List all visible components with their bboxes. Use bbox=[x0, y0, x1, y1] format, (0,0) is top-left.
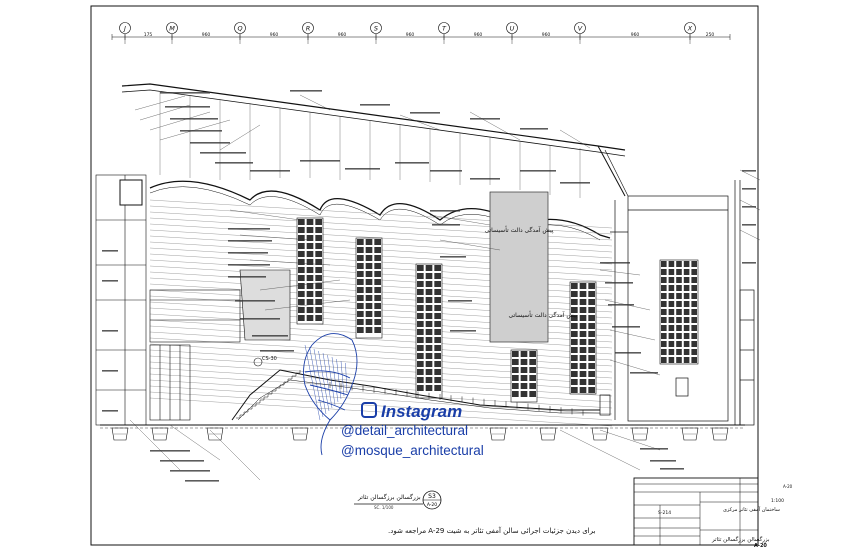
grid-axis-R: R bbox=[302, 22, 314, 44]
section-cut-marker: CS-30 bbox=[253, 356, 277, 367]
dimension-value: 175 bbox=[144, 32, 153, 38]
grid-axis-U: U bbox=[506, 22, 518, 44]
duct-zone-label-1: پیش آمدگی دالت تأسیساتی bbox=[485, 225, 554, 234]
instagram-icon bbox=[361, 402, 377, 418]
acoustic-panel bbox=[415, 263, 443, 399]
watermark-platform-text: Instagram bbox=[381, 402, 463, 421]
acoustic-panel bbox=[659, 259, 699, 365]
title-block bbox=[633, 477, 759, 546]
grid-axis-T: T bbox=[438, 22, 450, 44]
dimension-value: 960 bbox=[542, 32, 551, 38]
grid-axis-J: J bbox=[119, 22, 131, 44]
auditorium-seating bbox=[231, 369, 600, 421]
duct-zone-label-2: پیش آمدگی دالت تأسیساتی bbox=[509, 310, 578, 319]
dimension-value: 960 bbox=[202, 32, 211, 38]
watermark-instagram: Instagram bbox=[361, 402, 462, 422]
watermark-logo bbox=[303, 333, 358, 456]
sheet-footnote: برای دیدن جزئیات اجرائی سالن آمفی تئاتر … bbox=[388, 527, 596, 535]
grid-axis-X: X bbox=[684, 22, 696, 44]
annotation-notes bbox=[102, 90, 756, 482]
grid-axis-Q: Q bbox=[234, 22, 246, 44]
grid-axis-V: V bbox=[574, 22, 586, 44]
grid-axis-label: Q bbox=[237, 25, 242, 33]
acoustic-panel bbox=[569, 281, 597, 395]
grid-axis-label: V bbox=[578, 25, 583, 33]
grid-axis-label: S bbox=[374, 25, 378, 33]
dimension-value: 960 bbox=[631, 32, 640, 38]
drawing-title: بزرگسالن برزگسالن تئاتر bbox=[358, 494, 421, 501]
title-block-rev: A-20 bbox=[783, 484, 793, 489]
acoustic-panel bbox=[296, 217, 324, 325]
title-block-sheet-title: بزرگسالن برزگسالن تئاتر bbox=[712, 537, 770, 543]
watermark-handle-2: @mosque_architectural bbox=[341, 443, 484, 458]
title-block-drawing-no: S-214 bbox=[658, 511, 672, 516]
acoustic-panel bbox=[510, 349, 538, 403]
grid-axis-S: S bbox=[370, 22, 382, 44]
dimension-value: 960 bbox=[270, 32, 279, 38]
drawing-tag-top: S3 bbox=[428, 493, 436, 500]
drawing-tag: S3 A-20 bbox=[354, 490, 442, 510]
grid-axis-label: U bbox=[510, 25, 515, 33]
watermark-handle-1: @detail_architectural bbox=[341, 423, 469, 438]
foundation bbox=[100, 424, 745, 441]
grid-axis-label: X bbox=[687, 25, 693, 33]
grid-axis-label: T bbox=[442, 25, 447, 33]
grid-axis-label: J bbox=[122, 25, 126, 33]
dimension-value: 960 bbox=[474, 32, 483, 38]
dimension-string: 175 960 960 960 960 960 960 960 250 bbox=[111, 32, 731, 40]
dimension-value: 960 bbox=[406, 32, 415, 38]
title-block-sheet-no: A-20 bbox=[754, 543, 767, 549]
grid-axis-label: M bbox=[169, 25, 175, 33]
dimension-value: 960 bbox=[338, 32, 347, 38]
drawing-scale: SC. 1/100 bbox=[374, 505, 394, 510]
title-block-scale: 1:100 bbox=[771, 499, 784, 504]
acoustic-panel bbox=[355, 237, 383, 339]
drawing-tag-bottom: A-20 bbox=[427, 502, 437, 508]
technical-duct-zone bbox=[489, 191, 549, 343]
dimension-value: 250 bbox=[706, 32, 715, 38]
stage-tower bbox=[599, 180, 755, 426]
acoustic-wall-panels bbox=[296, 217, 699, 403]
section-cut-text: CS-30 bbox=[262, 356, 277, 362]
grid-axis-M: M bbox=[166, 22, 178, 44]
sheet-border bbox=[90, 5, 759, 546]
grid-axis-label: R bbox=[306, 25, 311, 33]
title-block-project: ساختمان آمفی تئاتر مرکزی bbox=[723, 507, 780, 513]
roof-structure bbox=[121, 83, 629, 198]
